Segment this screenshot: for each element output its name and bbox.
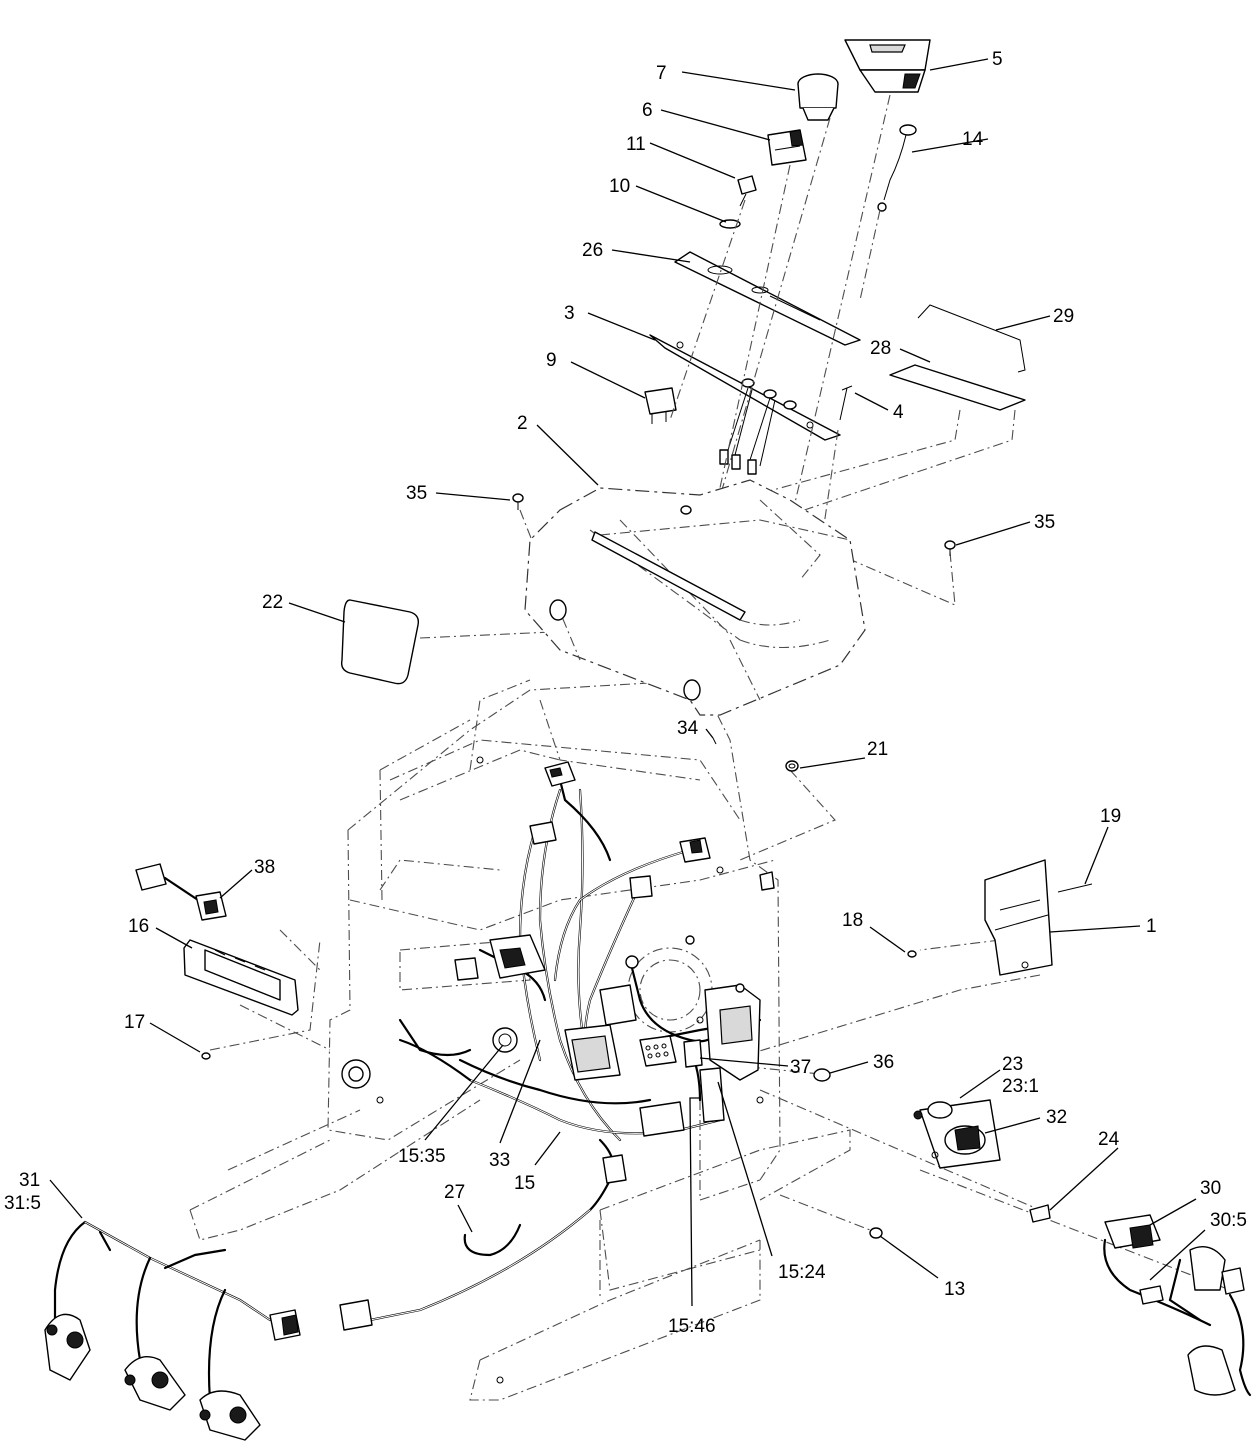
callout-6: 6 <box>642 100 653 121</box>
callout-28: 28 <box>870 338 891 359</box>
part-11-key <box>737 175 757 207</box>
part-17-screw <box>201 1052 211 1060</box>
callout-16: 16 <box>128 916 149 937</box>
part-15-wire-harness <box>339 761 775 1331</box>
part-18-screw <box>907 950 917 958</box>
plate-wires <box>719 387 776 475</box>
callout-23: 23 <box>1002 1054 1023 1075</box>
part-22-decal <box>340 599 420 685</box>
part-36-nut <box>813 1068 831 1082</box>
part-27-wire-loop <box>463 1223 522 1257</box>
callout-33: 33 <box>489 1150 510 1171</box>
callout-10: 10 <box>609 176 630 197</box>
part-34-screw <box>712 737 717 745</box>
callout-18: 18 <box>842 910 863 931</box>
callout-19: 19 <box>1100 806 1121 827</box>
callout-35b: 35 <box>1034 512 1055 533</box>
part-6-switch <box>767 129 807 166</box>
part-4-screw <box>839 385 853 421</box>
callout-26: 26 <box>582 240 603 261</box>
callout-32: 32 <box>1046 1107 1067 1128</box>
part-28-pad <box>889 364 1026 411</box>
part-13-screw <box>869 1227 883 1239</box>
part-3-plate <box>649 334 841 441</box>
callout-15-35: 15:35 <box>398 1146 446 1167</box>
callout-9: 9 <box>546 350 557 371</box>
callout-31-5: 31:5 <box>4 1193 41 1214</box>
part-26-gasket <box>674 251 861 346</box>
part-21-nut <box>785 760 799 772</box>
callout-1: 1 <box>1146 916 1157 937</box>
part-2-console-shroud <box>524 479 866 716</box>
callout-30-5: 30:5 <box>1210 1210 1247 1231</box>
callout-4: 4 <box>893 402 904 423</box>
part-16-work-light <box>183 939 299 1016</box>
part-14-grommet-wire <box>877 124 917 212</box>
callout-30: 30 <box>1200 1178 1221 1199</box>
part-23-solenoid <box>913 1099 1001 1169</box>
callout-15-46: 15:46 <box>668 1316 716 1337</box>
callout-labels: 7 5 6 14 11 10 26 29 3 28 9 4 2 35 35 22… <box>4 49 1247 1337</box>
callout-7: 7 <box>656 63 667 84</box>
callout-36: 36 <box>873 1052 894 1073</box>
callout-24: 24 <box>1098 1129 1120 1150</box>
callout-23-1: 23:1 <box>1002 1076 1039 1097</box>
callout-14: 14 <box>962 129 984 150</box>
callout-17: 17 <box>124 1012 145 1033</box>
callout-35a: 35 <box>406 483 427 504</box>
callout-21: 21 <box>867 739 888 760</box>
part-19-bolt <box>1057 883 1093 893</box>
part-38-light-connector <box>135 863 227 921</box>
callout-31: 31 <box>19 1170 40 1191</box>
callout-15: 15 <box>514 1173 535 1194</box>
callout-38: 38 <box>254 857 275 878</box>
callout-2: 2 <box>517 413 528 434</box>
callout-3: 3 <box>564 303 575 324</box>
callout-11: 11 <box>626 134 646 155</box>
callout-13: 13 <box>944 1279 965 1300</box>
part-7-knob-housing <box>797 73 839 121</box>
part-5-display-housing <box>844 39 931 93</box>
callout-5: 5 <box>992 49 1003 70</box>
part-30-harness <box>1103 1214 1252 1397</box>
part-29-rod <box>917 304 1026 373</box>
callout-37: 37 <box>790 1057 811 1078</box>
callout-22: 22 <box>262 592 283 613</box>
callout-15-24: 15:24 <box>778 1262 826 1283</box>
part-9-connector <box>644 387 677 424</box>
part-24-bolt <box>1029 1204 1051 1223</box>
callout-29: 29 <box>1053 306 1074 327</box>
callout-34: 34 <box>677 718 699 739</box>
part-31-camera-harness <box>44 1220 301 1441</box>
chassis-frame <box>189 679 851 1401</box>
callout-27: 27 <box>444 1182 465 1203</box>
part-1-bracket <box>984 859 1053 976</box>
part-35-screws <box>512 493 956 556</box>
leader-lines <box>49 58 1206 1307</box>
